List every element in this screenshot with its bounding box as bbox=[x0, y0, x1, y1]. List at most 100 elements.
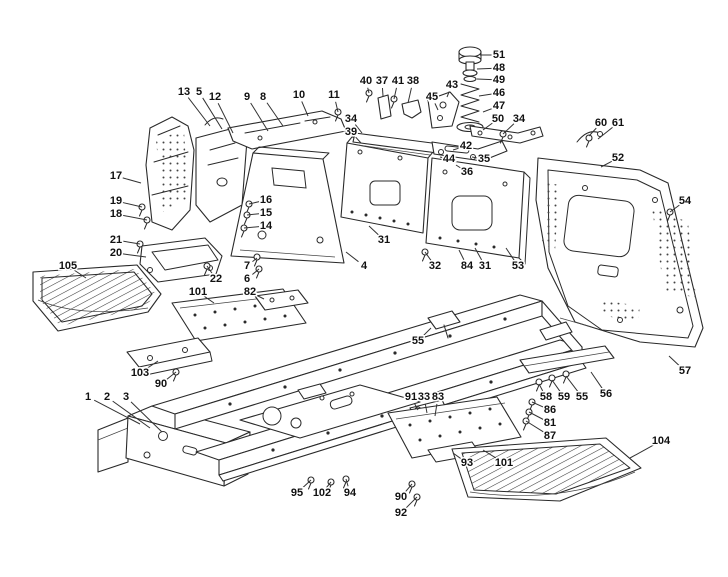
callout-101: 101 bbox=[189, 286, 207, 298]
leader-line-19 bbox=[122, 202, 143, 208]
part-footrest-left bbox=[32, 264, 162, 332]
leader-line-82 bbox=[256, 294, 265, 300]
leader-line-52 bbox=[600, 160, 613, 168]
leader-line-39 bbox=[355, 136, 362, 144]
callout-2: 2 bbox=[104, 391, 110, 403]
leader-line-7 bbox=[252, 257, 258, 263]
leader-line-48 bbox=[476, 67, 493, 70]
leader-line-31 bbox=[474, 247, 483, 261]
leader-line-4 bbox=[345, 251, 359, 263]
callout-90: 90 bbox=[395, 491, 407, 503]
callout-31: 31 bbox=[479, 260, 491, 272]
part-clip-60-61 bbox=[576, 131, 603, 148]
callout-19: 19 bbox=[110, 195, 122, 207]
callout-90: 90 bbox=[155, 378, 167, 390]
callout-22: 22 bbox=[210, 273, 222, 285]
callout-14: 14 bbox=[260, 220, 273, 232]
callout-4: 4 bbox=[361, 260, 368, 272]
part-console-panel bbox=[230, 146, 345, 264]
callout-103: 103 bbox=[131, 367, 149, 379]
leader-line-2 bbox=[112, 400, 151, 429]
callout-49: 49 bbox=[493, 74, 505, 86]
callout-83: 83 bbox=[432, 391, 444, 403]
callout-93: 93 bbox=[461, 457, 473, 469]
leader-line-12 bbox=[217, 103, 234, 134]
callout-6: 6 bbox=[244, 273, 250, 285]
callout-35: 35 bbox=[478, 153, 490, 165]
leader-line-55 bbox=[565, 375, 579, 392]
part-rear-plate bbox=[535, 157, 704, 348]
leader-line-20 bbox=[122, 253, 147, 258]
callout-5: 5 bbox=[196, 86, 202, 98]
callout-58: 58 bbox=[540, 391, 552, 403]
part-small-brackets-top bbox=[334, 89, 460, 129]
callout-82: 82 bbox=[244, 286, 256, 298]
part-dashboard-strip bbox=[227, 110, 347, 150]
leader-line-104 bbox=[629, 443, 656, 459]
callout-18: 18 bbox=[110, 208, 122, 220]
leader-line-84 bbox=[458, 249, 465, 260]
leader-line-95 bbox=[301, 479, 312, 489]
part-left-bracket-assembly bbox=[139, 116, 248, 283]
callout-59: 59 bbox=[558, 391, 570, 403]
leader-line-10 bbox=[301, 101, 309, 117]
callout-31: 31 bbox=[378, 234, 390, 246]
callout-33: 33 bbox=[418, 391, 430, 403]
leader-line-34 bbox=[354, 124, 363, 134]
callout-40: 40 bbox=[360, 75, 372, 87]
callout-48: 48 bbox=[493, 62, 505, 74]
callout-50: 50 bbox=[492, 113, 504, 125]
part-footrest-right bbox=[451, 437, 642, 502]
callout-61: 61 bbox=[612, 117, 624, 129]
leader-line-18 bbox=[122, 214, 148, 221]
callout-37: 37 bbox=[376, 75, 388, 87]
leader-line-93 bbox=[452, 452, 462, 460]
leader-line-22 bbox=[206, 265, 213, 274]
callout-42: 42 bbox=[460, 140, 472, 152]
callout-43: 43 bbox=[446, 79, 458, 91]
leader-line-53 bbox=[505, 247, 515, 261]
callout-12: 12 bbox=[209, 91, 221, 103]
leader-line-58 bbox=[538, 383, 544, 392]
leader-line-32 bbox=[424, 251, 432, 261]
callout-87: 87 bbox=[544, 430, 556, 442]
leader-line-101 bbox=[203, 295, 215, 304]
leader-line-8 bbox=[266, 102, 284, 127]
callout-51: 51 bbox=[493, 49, 505, 61]
leader-line-9 bbox=[250, 102, 269, 132]
callout-11: 11 bbox=[328, 89, 340, 101]
callout-36: 36 bbox=[461, 166, 473, 178]
callout-39: 39 bbox=[345, 126, 357, 138]
leader-line-11 bbox=[335, 101, 339, 113]
callout-38: 38 bbox=[407, 75, 419, 87]
callout-104: 104 bbox=[652, 435, 671, 447]
leader-line-61 bbox=[597, 126, 613, 140]
leader-line-13 bbox=[187, 97, 211, 127]
callout-95: 95 bbox=[291, 487, 303, 499]
leader-line-81 bbox=[528, 411, 545, 421]
callout-17: 17 bbox=[110, 170, 122, 182]
callout-52: 52 bbox=[612, 152, 624, 164]
callout-1: 1 bbox=[85, 391, 91, 403]
callout-16: 16 bbox=[260, 194, 272, 206]
leader-line-38 bbox=[407, 87, 412, 104]
callout-15: 15 bbox=[260, 207, 272, 219]
leader-line-60 bbox=[588, 127, 597, 137]
callout-9: 9 bbox=[244, 91, 250, 103]
leader-line-49 bbox=[476, 78, 493, 81]
callout-53: 53 bbox=[512, 260, 524, 272]
callout-34: 34 bbox=[513, 113, 526, 125]
leader-line-36 bbox=[455, 164, 462, 169]
leader-line-56 bbox=[590, 371, 603, 389]
leader-line-90 bbox=[405, 483, 413, 492]
callout-32: 32 bbox=[429, 260, 441, 272]
leader-line-3 bbox=[130, 401, 163, 433]
leader-line-87 bbox=[525, 420, 545, 433]
callout-56: 56 bbox=[600, 388, 612, 400]
part-running-board-right bbox=[387, 396, 522, 463]
leader-line-41 bbox=[393, 87, 397, 100]
callout-20: 20 bbox=[110, 247, 122, 259]
leader-line-35 bbox=[471, 156, 478, 159]
leader-line-86 bbox=[531, 401, 544, 408]
